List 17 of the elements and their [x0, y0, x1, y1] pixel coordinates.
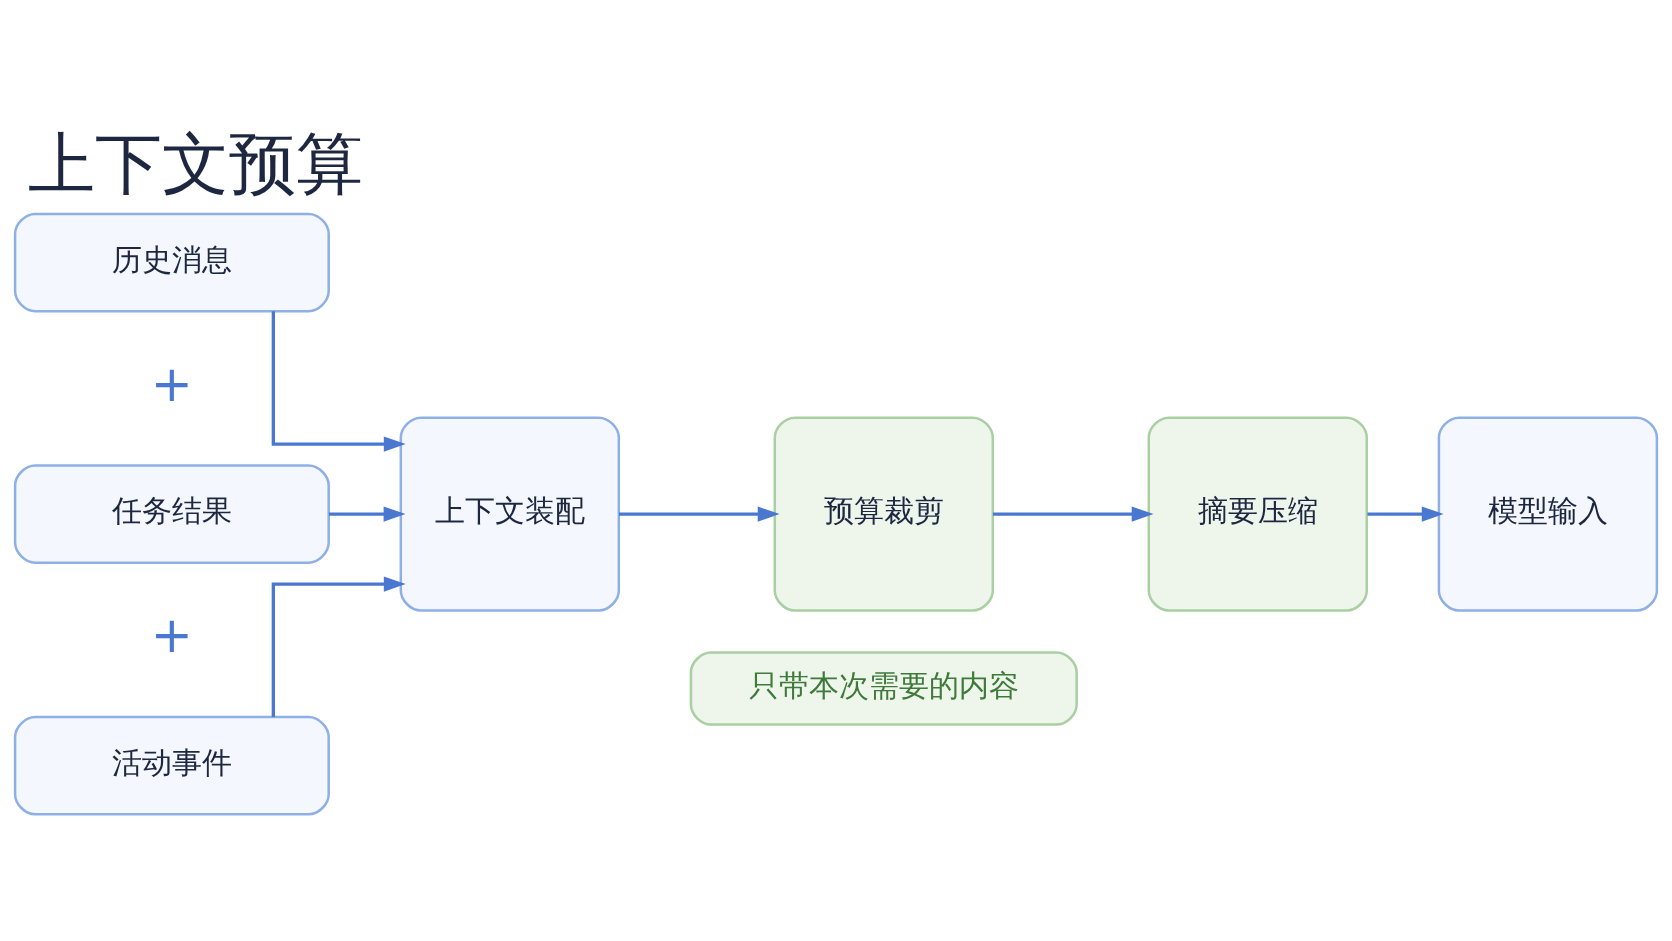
arrow — [992, 506, 1154, 522]
node-box: 模型输入 — [1437, 416, 1659, 612]
node-box: 预算裁剪 — [773, 416, 995, 612]
arrow — [329, 506, 406, 522]
node-box: 历史消息 — [13, 212, 330, 313]
node-box: 只带本次需要的内容 — [689, 651, 1078, 726]
node-box: 活动事件 — [13, 715, 330, 816]
node-box: 任务结果 — [13, 464, 330, 564]
arrow — [271, 576, 406, 717]
label: + — [150, 353, 193, 413]
arrow — [271, 311, 406, 452]
node-box: 上下文装配 — [399, 416, 621, 612]
arrow — [1367, 506, 1444, 522]
diagram-title: 上下文预算 — [27, 125, 363, 204]
node-box: 摘要压缩 — [1147, 416, 1369, 612]
arrow — [619, 506, 780, 522]
label: + — [150, 605, 193, 665]
